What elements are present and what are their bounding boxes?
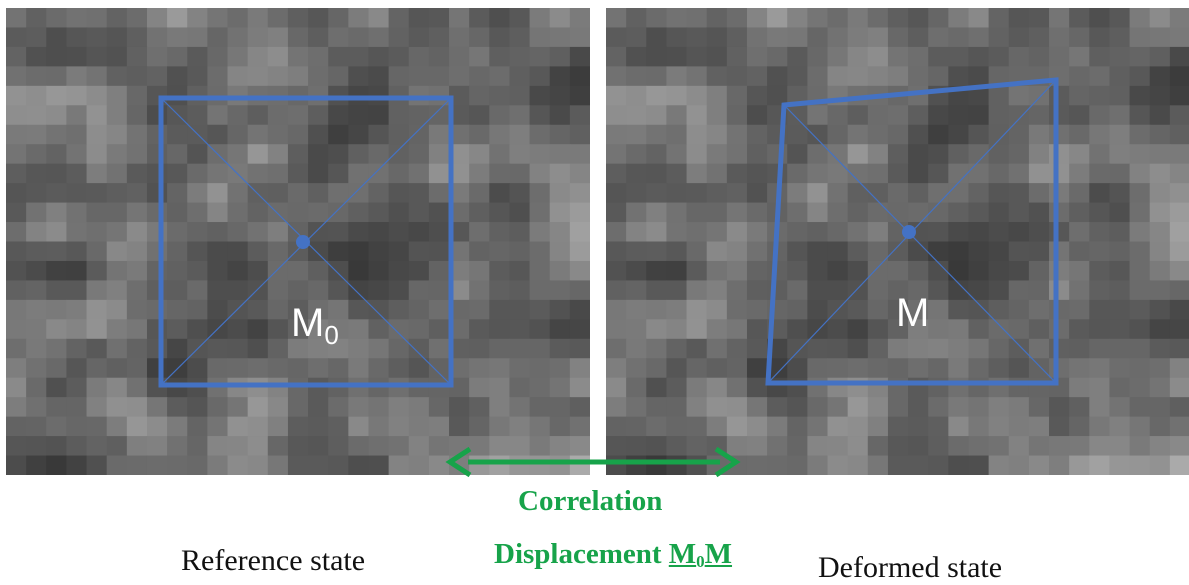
deformed-state-caption: Deformed state [818,551,1003,584]
deformed-speckle-image: M [606,8,1189,475]
displacement-word: Displacement [494,538,662,570]
reference-speckle-image: M0 [6,8,590,475]
displacement-label: Displacement M0M [494,538,732,572]
deformed-image-panel: M [606,8,1189,475]
subset-center-point [902,225,916,239]
subset-center-point [296,235,310,249]
reference-point-label: M0 [291,301,339,350]
reference-state-caption: Reference state [181,544,366,577]
deformed-point-label: M [896,291,929,335]
subset-diagonal [783,104,1057,384]
reference-image-panel: M0 [6,8,590,475]
speckle-pattern [6,8,590,475]
deformed-subset-outline [765,77,1059,386]
speckle-pattern [606,8,1189,475]
reference-subset-outline [158,95,454,388]
reference-subset [158,95,454,388]
correlation-label: Correlation [518,485,663,517]
displacement-vector: M0M [668,538,733,571]
deformed-subset [765,77,1059,386]
